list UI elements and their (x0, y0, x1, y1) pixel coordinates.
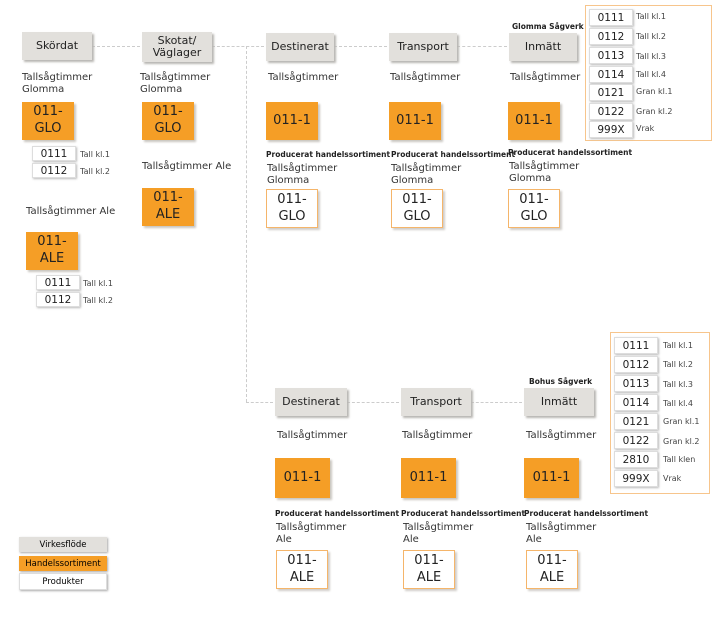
code-box: 0111 (36, 275, 80, 290)
produced-heading: Producerat handelssortiment (524, 509, 649, 518)
code-label: Tall kl.1 (80, 150, 110, 159)
code-panel-bohus (610, 332, 710, 494)
assortment-box: 011-1 (266, 102, 318, 140)
code-box: 0112 (589, 28, 633, 45)
code-box: 0122 (614, 432, 658, 449)
product-box: 011-ALE (526, 550, 578, 589)
stage-forwarded: Skotat/ Väglager (142, 32, 212, 62)
connector (334, 46, 387, 47)
stage-transport: Transport (389, 33, 457, 61)
product-name: Tallsågtimmer Ale (526, 522, 597, 545)
code-box: 0111 (32, 146, 76, 161)
code-label: Tall kl.3 (636, 52, 666, 61)
product-name: Tallsågtimmer Glomma (391, 163, 462, 186)
assortment-box: 011-ALE (26, 232, 78, 270)
code-label: Tall kl.1 (83, 279, 113, 288)
code-box: 0113 (589, 47, 633, 64)
code-box: 2810 (614, 451, 658, 468)
assortment-name: Tallsågtimmer (277, 430, 348, 441)
connector (92, 46, 140, 47)
assortment-name: Tallsågtimmer Ale (26, 206, 116, 217)
code-box: 0114 (614, 394, 658, 411)
mill-name: Bohus Sågverk (529, 377, 593, 386)
produced-heading: Producerat handelssortiment (391, 150, 516, 159)
code-box: 0114 (589, 66, 633, 83)
code-box: 0112 (614, 356, 658, 373)
stage-transport: Transport (401, 388, 471, 416)
product-box: 011-GLO (508, 189, 560, 228)
code-label: Tall kl.4 (636, 70, 666, 79)
assortment-name: Tallsågtimmer (526, 430, 597, 441)
code-box: 999X (614, 470, 658, 487)
mill-name: Glomma Sågverk (512, 22, 584, 31)
assortment-box: 011-1 (508, 102, 560, 140)
assortment-name: Tallsågtimmer Glomma (140, 72, 211, 95)
code-label: Tall kl.3 (663, 380, 693, 389)
assortment-name: Tallsågtimmer (268, 72, 339, 83)
connector (471, 402, 522, 403)
code-label: Gran kl.1 (636, 87, 673, 96)
produced-heading: Producerat handelssortiment (508, 148, 633, 157)
stage-measured: Inmätt (509, 33, 577, 61)
product-name: Tallsågtimmer Glomma (509, 161, 580, 184)
code-label: Tall kl.2 (83, 296, 113, 305)
stage-destined: Destinerat (275, 388, 347, 416)
product-name: Tallsågtimmer Glomma (267, 163, 338, 186)
code-box: 0122 (589, 103, 633, 120)
product-box: 011-GLO (391, 189, 443, 228)
code-box: 0121 (589, 84, 633, 101)
code-box: 0111 (589, 9, 633, 26)
produced-heading: Producerat handelssortiment (266, 150, 391, 159)
assortment-name: Tallsågtimmer (390, 72, 461, 83)
code-label: Vrak (663, 474, 682, 483)
assortment-box: 011-GLO (22, 102, 74, 140)
assortment-box: 011-1 (275, 458, 330, 498)
code-label: Tall kl.4 (663, 399, 693, 408)
code-label: Gran kl.1 (663, 417, 700, 426)
legend-products: Produkter (19, 573, 107, 590)
legend-flow: Virkesflöde (19, 537, 107, 552)
code-box: 999X (589, 121, 633, 138)
assortment-box: 011-1 (401, 458, 456, 498)
produced-heading: Producerat handelssortiment (275, 509, 400, 518)
product-box: 011-ALE (403, 550, 455, 589)
stage-measured: Inmätt (524, 388, 594, 416)
assortment-box: 011-ALE (142, 188, 194, 226)
product-name: Tallsågtimmer Ale (403, 522, 474, 545)
assortment-box: 011-GLO (142, 102, 194, 140)
code-label: Tall kl.1 (663, 341, 693, 350)
assortment-name: Tallsågtimmer (402, 430, 473, 441)
code-label: Gran kl.2 (636, 107, 673, 116)
assortment-name: Tallsågtimmer Ale (142, 161, 232, 172)
connector (457, 46, 507, 47)
legend-assortment: Handelssortiment (19, 556, 107, 571)
stage-destined: Destinerat (266, 33, 334, 61)
stage-harvested: Skördat (22, 32, 92, 60)
assortment-name: Tallsågtimmer Glomma (22, 72, 93, 95)
code-box: 0112 (32, 163, 76, 178)
code-label: Tall klen (663, 455, 696, 464)
code-label: Tall kl.2 (663, 360, 693, 369)
product-name: Tallsågtimmer Ale (276, 522, 347, 545)
connector (246, 46, 247, 402)
code-label: Vrak (636, 124, 655, 133)
code-label: Tall kl.2 (636, 32, 666, 41)
connector (246, 402, 273, 403)
assortment-box: 011-1 (524, 458, 579, 498)
code-label: Tall kl.1 (636, 12, 666, 21)
code-label: Gran kl.2 (663, 437, 700, 446)
product-box: 011-ALE (276, 550, 328, 589)
assortment-name: Tallsågtimmer (510, 72, 581, 83)
produced-heading: Producerat handelssortiment (401, 509, 526, 518)
code-box: 0112 (36, 292, 80, 307)
code-label: Tall kl.2 (80, 167, 110, 176)
code-box: 0111 (614, 337, 658, 354)
connector (212, 46, 264, 47)
code-box: 0121 (614, 413, 658, 430)
code-box: 0113 (614, 375, 658, 392)
connector (347, 402, 399, 403)
assortment-box: 011-1 (389, 102, 441, 140)
code-panel-glomma (585, 5, 712, 141)
product-box: 011-GLO (266, 189, 318, 228)
